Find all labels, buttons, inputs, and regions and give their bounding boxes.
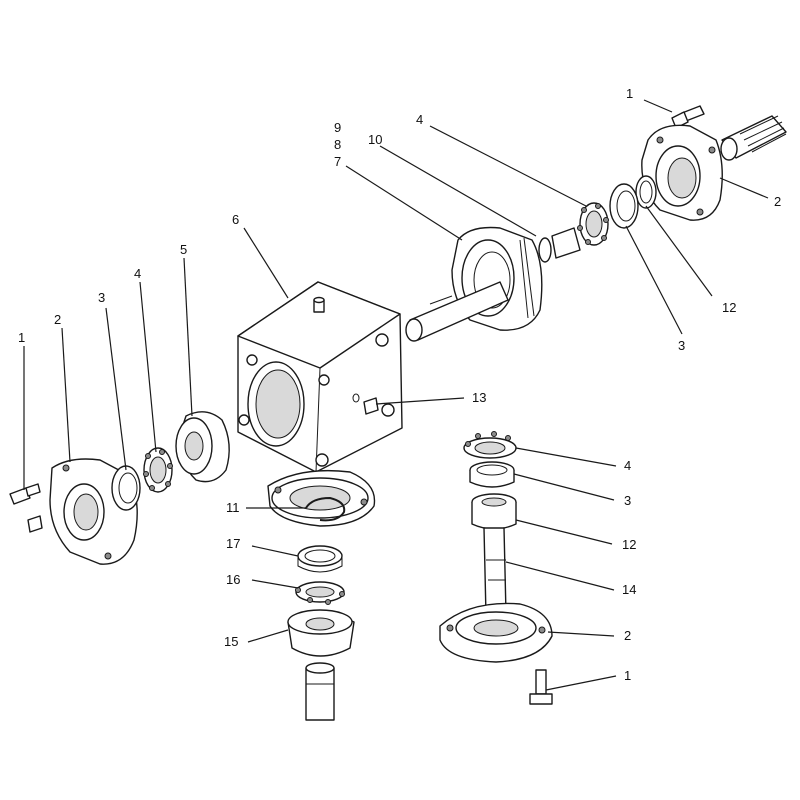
pinion-gear-assembly bbox=[405, 226, 543, 342]
leader-lines bbox=[23, 99, 769, 691]
gearbox-housing bbox=[237, 281, 403, 473]
bearing-race-left bbox=[111, 465, 141, 511]
callout-1-bottom-right: 1 bbox=[624, 668, 631, 683]
callout-1-left: 1 bbox=[18, 330, 25, 345]
snap-ring bbox=[305, 496, 346, 522]
end-cover-top-right bbox=[641, 124, 723, 221]
callout-3-left: 3 bbox=[98, 290, 105, 305]
callout-8: 8 bbox=[334, 137, 341, 152]
seal-top-right bbox=[635, 175, 657, 209]
callout-4-top: 4 bbox=[416, 112, 423, 127]
bearing-cone-left bbox=[143, 447, 173, 493]
callout-4-left: 4 bbox=[134, 266, 141, 281]
end-cover-bottom-right bbox=[439, 602, 553, 663]
callout-1-top-right: 1 bbox=[626, 86, 633, 101]
callout-17: 17 bbox=[226, 536, 240, 551]
callout-9: 9 bbox=[334, 120, 341, 135]
bevel-gear-left bbox=[175, 411, 230, 483]
bearing-race-bottom-right bbox=[469, 461, 515, 488]
callout-10: 10 bbox=[368, 132, 382, 147]
callout-7: 7 bbox=[334, 154, 341, 169]
callout-14: 14 bbox=[622, 582, 636, 597]
breather-plug bbox=[363, 397, 379, 415]
callout-11: 11 bbox=[226, 500, 240, 515]
bearing-cone-top-right bbox=[577, 202, 609, 246]
callout-12-bottom-right: 12 bbox=[622, 537, 636, 552]
bevel-gear-15 bbox=[287, 609, 355, 657]
callout-3-bottom-right: 3 bbox=[624, 493, 631, 508]
key-left bbox=[27, 515, 43, 533]
bolt-top-right bbox=[671, 105, 705, 129]
callout-13: 13 bbox=[472, 390, 486, 405]
callout-6: 6 bbox=[232, 212, 239, 227]
callout-2-left: 2 bbox=[54, 312, 61, 327]
bearing-cone-16 bbox=[295, 581, 345, 605]
seal-bottom-right bbox=[471, 493, 517, 530]
output-shaft-lower-left bbox=[305, 662, 335, 721]
callout-3-top-right: 3 bbox=[678, 338, 685, 353]
splined-shaft-top bbox=[720, 115, 787, 161]
callout-5: 5 bbox=[180, 242, 187, 257]
seal-17 bbox=[297, 545, 343, 573]
bolt-bottom-right bbox=[529, 669, 553, 705]
callout-4-bottom-right: 4 bbox=[624, 458, 631, 473]
vertical-shaft bbox=[483, 527, 507, 617]
callout-16: 16 bbox=[226, 572, 240, 587]
callout-2-top-right: 2 bbox=[774, 194, 781, 209]
bolt-left bbox=[9, 483, 41, 505]
callout-2-bottom-right: 2 bbox=[624, 628, 631, 643]
bearing-race-top-right bbox=[609, 183, 639, 229]
bearing-cone-bottom-right bbox=[463, 431, 517, 459]
sleeve-10 bbox=[538, 227, 581, 263]
callout-15: 15 bbox=[224, 634, 238, 649]
callout-12-top-right: 12 bbox=[722, 300, 736, 315]
